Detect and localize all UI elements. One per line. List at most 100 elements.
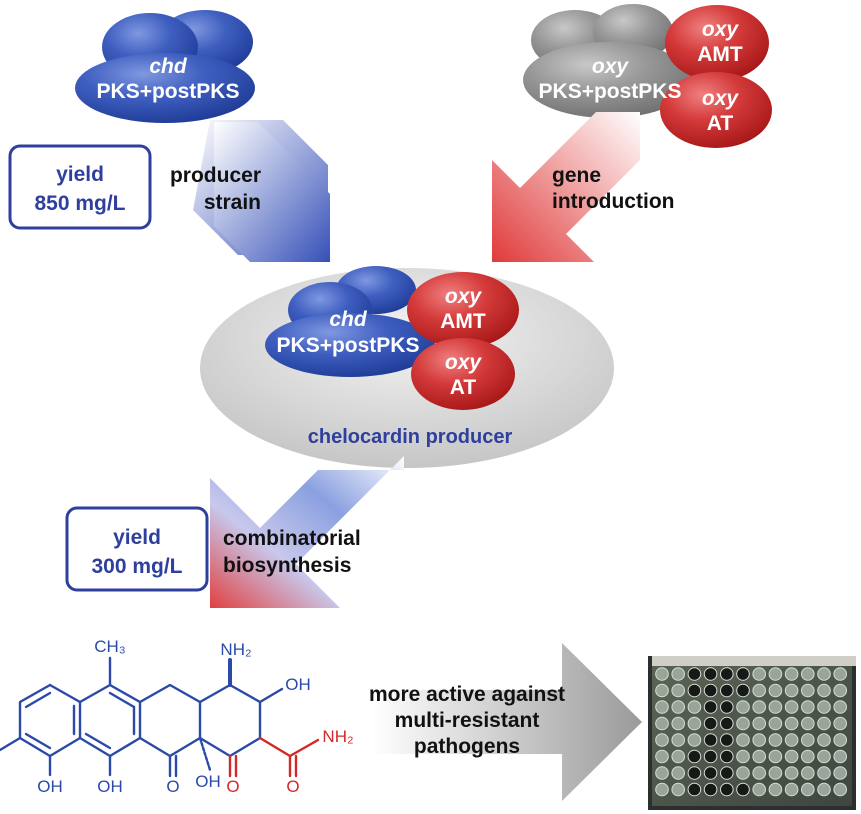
amide-bond [258, 736, 292, 758]
plate-well [687, 782, 702, 797]
plate-well [687, 683, 702, 698]
plate-well [817, 683, 831, 698]
plate-well [833, 683, 848, 698]
o-2-label: O [226, 777, 239, 796]
red-blob-amt [407, 272, 519, 348]
blue-blob [75, 53, 255, 123]
plate-well [703, 700, 718, 714]
plate-well [801, 782, 815, 797]
plate-well [752, 700, 767, 714]
plate-well [687, 766, 702, 780]
producer-blue-bottom: PKS+postPKS [277, 334, 420, 357]
plate-well [655, 667, 669, 681]
plate-well [671, 700, 686, 714]
plate-well [687, 716, 702, 731]
plate-well [671, 749, 686, 764]
plate-well [655, 749, 669, 764]
plate-well [720, 733, 734, 747]
plate-well [671, 766, 686, 780]
ch3-label: CH₃ [94, 637, 125, 656]
arrow-combinatorial-body [210, 456, 404, 608]
yield-value: 300 mg/L [91, 555, 182, 578]
plate-well [833, 716, 848, 731]
plate-well [784, 733, 799, 747]
nh2-top-label: NH₂ [220, 640, 251, 659]
hydroxyl-bond [258, 687, 284, 704]
ring-bond [138, 683, 202, 758]
plate-top-strip [652, 656, 856, 666]
plate-well [720, 683, 734, 698]
combinatorial-line1: combinatorial [223, 527, 361, 550]
plate-well [817, 733, 831, 747]
producer-red2-top: oxy [445, 351, 483, 374]
plate-well [703, 683, 718, 698]
ring-bond [84, 732, 112, 750]
yield-box-top: yield 850 mg/L [8, 144, 152, 230]
ring-bond [78, 683, 142, 758]
plate-well [655, 716, 669, 731]
plate-well [720, 782, 734, 797]
plate-well [801, 766, 815, 780]
plate-well [833, 667, 848, 681]
gene-introduction-line1: gene [552, 164, 601, 187]
gene-introduction-line2: introduction [552, 190, 674, 213]
plate-well [768, 667, 783, 681]
cluster-label-bottom: PKS+postPKS [97, 80, 240, 103]
arrow-right-body [492, 112, 640, 262]
ring-bond [198, 683, 262, 758]
microtiter-plate-photo [648, 656, 856, 810]
oh-2-label: OH [97, 777, 123, 796]
plate-well [752, 683, 767, 698]
chelocardin-structure [0, 656, 284, 778]
activity-line2: multi-resistant [395, 709, 540, 732]
plate-well [801, 683, 815, 698]
yield-box-bottom: yield 300 mg/L [65, 506, 209, 592]
red-blob-amt [665, 5, 769, 81]
plate-well [752, 716, 767, 731]
plate-well [671, 667, 686, 681]
plate-well [703, 716, 718, 731]
blue-blob [265, 313, 435, 377]
plate-well [736, 716, 750, 731]
plate-well [817, 667, 831, 681]
plate-well [784, 782, 799, 797]
producer-red1-bottom: AMT [440, 310, 486, 333]
plate-well [801, 667, 815, 681]
arrow-left-body [214, 122, 330, 262]
producer-cell: chd PKS+postPKS oxy AMT oxy AT chelocard… [200, 266, 614, 468]
activity-arrow-group [372, 643, 642, 801]
plate-well [720, 766, 734, 780]
plate-well [752, 749, 767, 764]
cluster-oxy-top-right: oxy PKS+postPKS oxy AMT oxy AT [523, 4, 772, 148]
plate-well [833, 782, 848, 797]
plate-well [784, 716, 799, 731]
plate-well [655, 733, 669, 747]
plate-well [687, 667, 702, 681]
plate-well [833, 749, 848, 764]
plate-well [671, 716, 686, 731]
plate-well [833, 700, 848, 714]
ring-bond [108, 691, 136, 709]
plate-well [784, 683, 799, 698]
plate-well [736, 782, 750, 797]
chelocardin-red-part [228, 736, 320, 778]
producer-blue-top: chd [329, 308, 368, 331]
gray-label-top: oxy [592, 55, 630, 78]
plate-well [720, 667, 734, 681]
o-1-label: O [166, 777, 179, 796]
plate-well [655, 700, 669, 714]
plate-well [687, 749, 702, 764]
plate-well [801, 733, 815, 747]
ring-bond [24, 732, 52, 750]
plate-well [736, 683, 750, 698]
ring-bond [24, 691, 52, 709]
plate-well [703, 667, 718, 681]
hydroxyl-bond [198, 736, 212, 772]
ring-bond [18, 683, 82, 758]
plate-well [671, 782, 686, 797]
yield-box-frame [8, 144, 152, 230]
red2-label-top: oxy [702, 87, 740, 110]
yield-label: yield [113, 526, 161, 549]
red1-label-bottom: AMT [697, 43, 743, 66]
methyl-bond [0, 736, 22, 752]
